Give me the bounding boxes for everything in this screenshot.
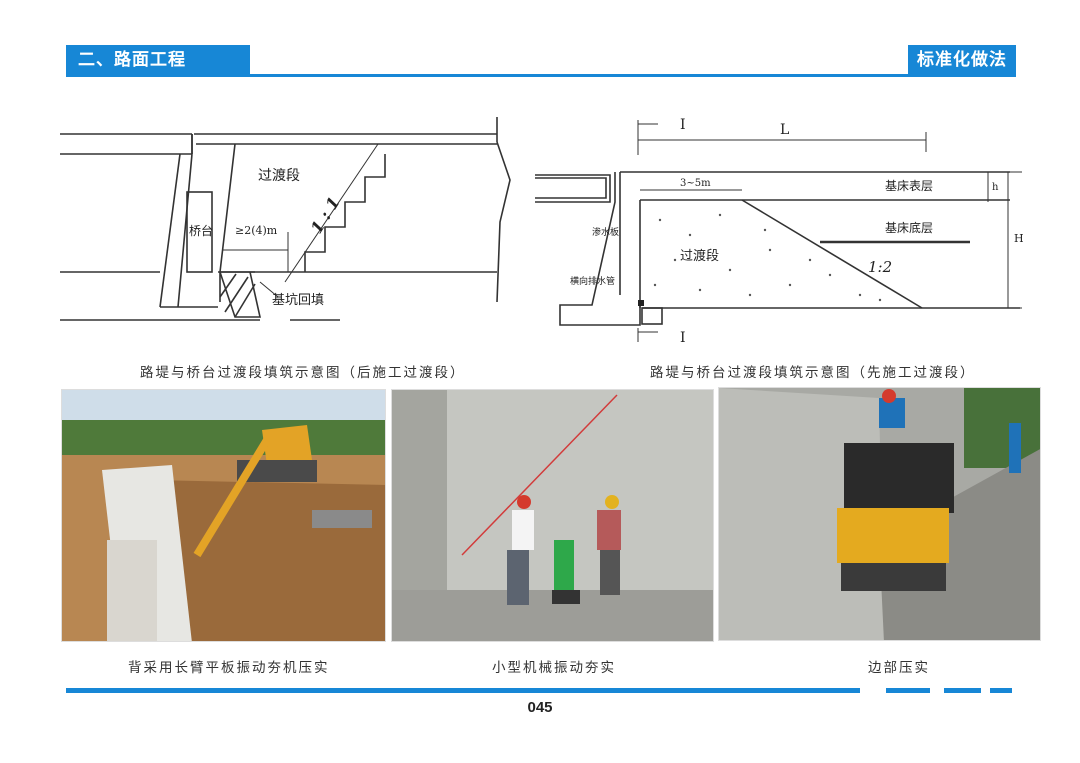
label-transition: 过渡段 — [258, 168, 300, 184]
caption-photo-1: 背采用长臂平板振动夯机压实 — [128, 660, 330, 676]
excavator-photo — [61, 389, 386, 642]
diagram-before-transition: I I L 3~5m 基床表层 基床底层 h H 渗水板 横向排水管 过渡段 1… — [530, 110, 1030, 348]
label-range: 3~5m — [680, 178, 711, 189]
label-surface: 基床表层 — [885, 179, 933, 193]
page-number: 045 — [527, 699, 553, 716]
label-transition: 过渡段 — [680, 248, 719, 264]
rammer-photo — [391, 389, 714, 642]
label-abutment: 桥台 — [189, 223, 213, 238]
diagram-after-transition: 过渡段 桥台 ≥2(4)m 1 : 1 基坑回填 — [60, 112, 516, 327]
section-title: 二、路面工程 — [78, 50, 186, 70]
diagram-left-drawing: 过渡段 桥台 ≥2(4)m 1 : 1 基坑回填 — [60, 117, 511, 321]
footer-rule — [66, 688, 860, 693]
footer-segment-2 — [944, 688, 981, 693]
roller-photo — [718, 387, 1041, 641]
excavator-photo-drawing — [62, 390, 385, 641]
label-waterproof: 渗水板 — [592, 226, 619, 238]
drain-pipe-marker — [638, 300, 644, 306]
tag-bar: 标准化做法 — [908, 45, 1016, 76]
header-rule — [66, 74, 1016, 77]
label-bottom: 基床底层 — [885, 220, 933, 235]
label-distance: ≥2(4)m — [235, 224, 278, 237]
label-section-bottom: I — [680, 330, 686, 346]
tag-label: 标准化做法 — [917, 50, 1007, 70]
label-H: H — [1014, 232, 1024, 245]
label-slope: 1:2 — [868, 258, 892, 276]
label-backfill: 基坑回填 — [272, 293, 324, 308]
footer-segment-3 — [990, 688, 1012, 693]
diagram-right-drawing: I I L 3~5m 基床表层 基床底层 h H 渗水板 横向排水管 过渡段 1… — [535, 117, 1024, 346]
label-h: h — [992, 182, 999, 193]
label-L: L — [780, 122, 789, 138]
section-title-bar: 二、路面工程 — [66, 45, 250, 76]
caption-diagram-right: 路堤与桥台过渡段填筑示意图（先施工过渡段） — [650, 365, 976, 381]
label-section-top: I — [680, 117, 686, 133]
rammer-photo-drawing — [392, 390, 713, 641]
label-slope: 1 : 1 — [307, 193, 344, 236]
caption-photo-2: 小型机械振动夯实 — [492, 660, 616, 676]
caption-diagram-left: 路堤与桥台过渡段填筑示意图（后施工过渡段） — [140, 365, 466, 381]
label-drain: 横向排水管 — [570, 275, 615, 287]
roller-photo-drawing — [719, 388, 1040, 640]
caption-photo-3: 边部压实 — [868, 660, 930, 676]
footer-segment-1 — [886, 688, 930, 693]
